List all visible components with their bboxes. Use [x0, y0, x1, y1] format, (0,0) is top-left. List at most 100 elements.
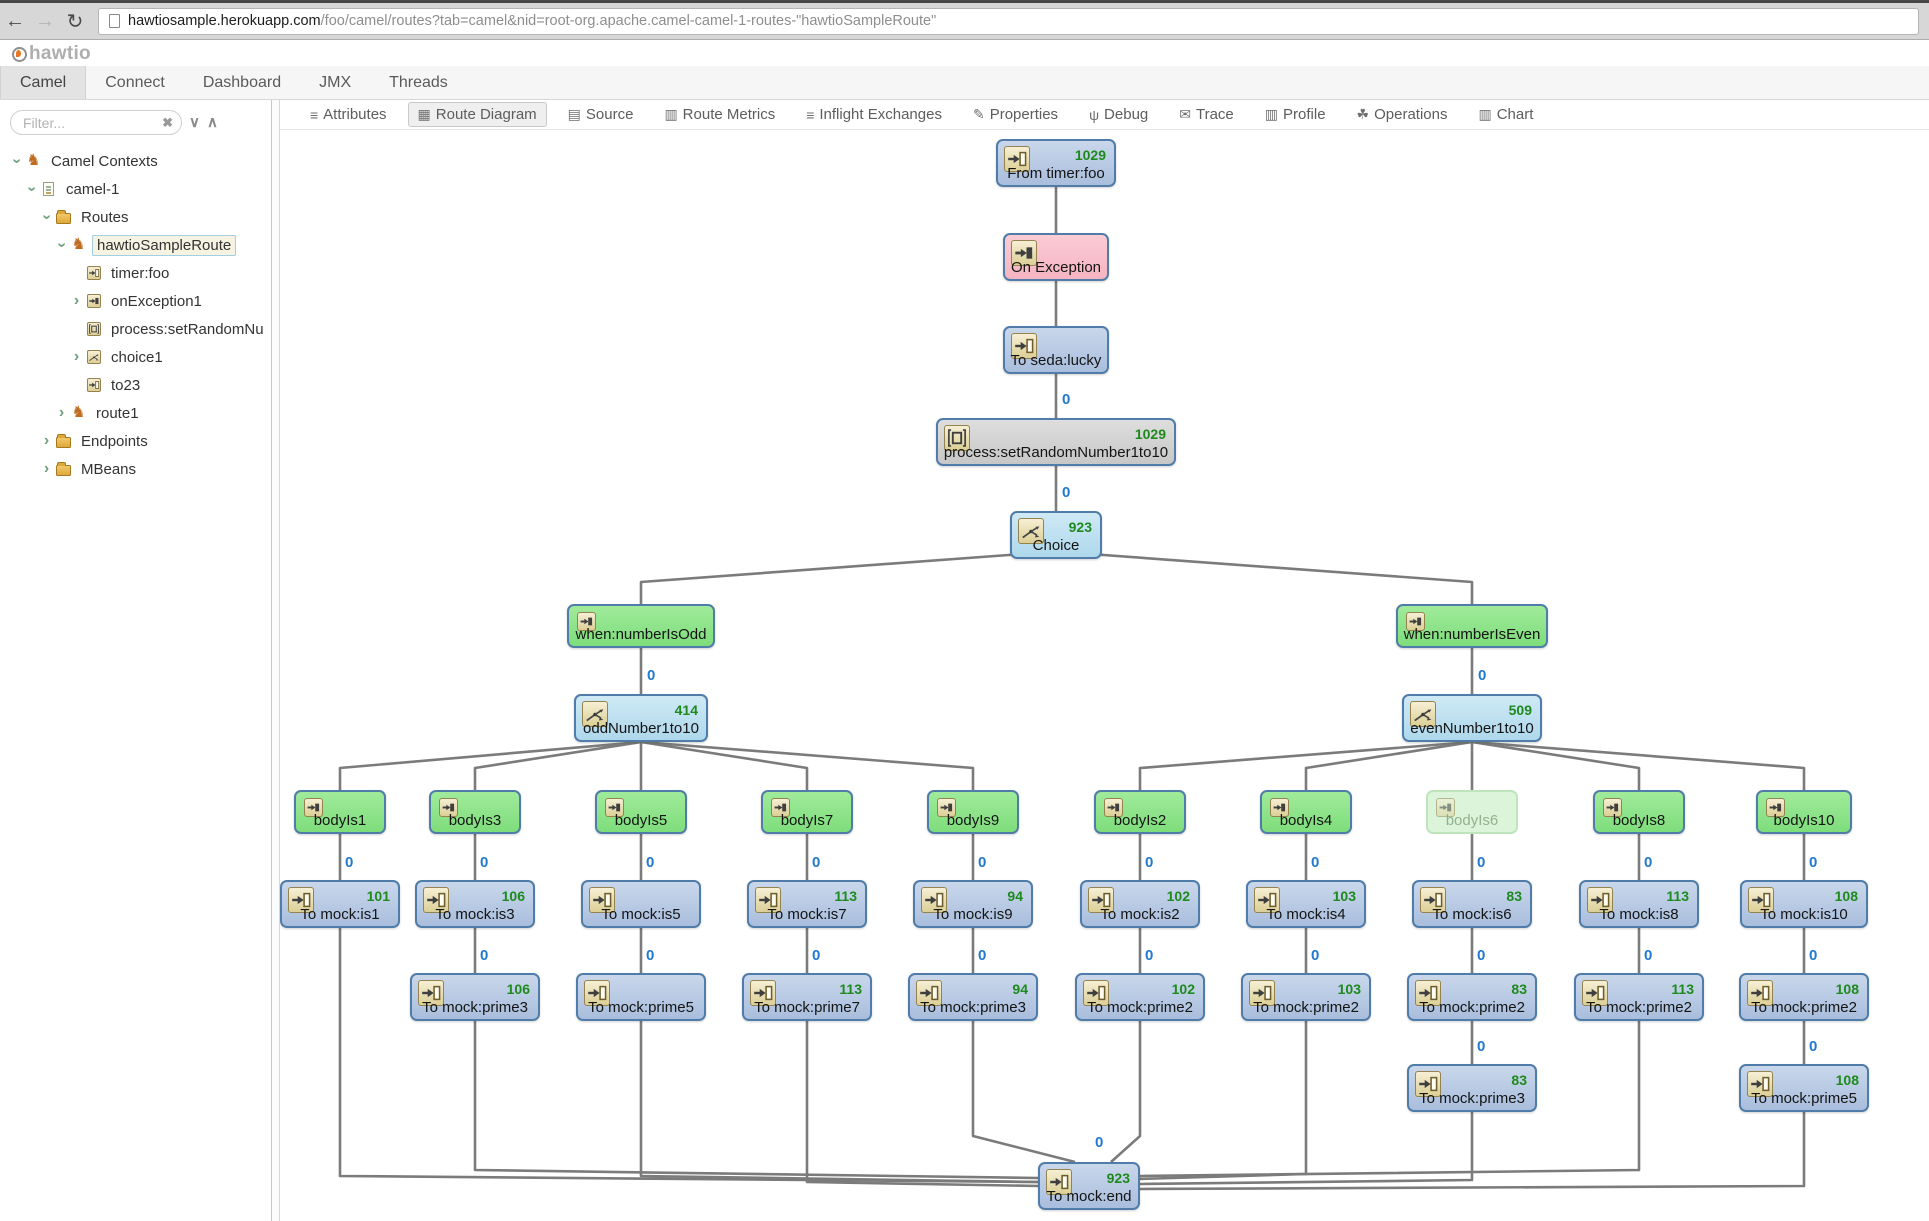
tab-label: Debug [1104, 106, 1149, 123]
refresh-icon[interactable]: ↻ [66, 10, 84, 33]
node-bodyis3-b3[interactable]: bodyIs3 [429, 790, 521, 834]
node-bodyis9-b9[interactable]: bodyIs9 [927, 790, 1019, 834]
tree-item-route1[interactable]: ›♞route1 [0, 399, 271, 427]
camel-tree: ›♞Camel Contexts›camel-1›Routes›♞hawtioS… [0, 147, 271, 483]
node-on-exception-onex[interactable]: On Exception [1003, 233, 1109, 281]
nav-item-threads[interactable]: Threads [389, 73, 448, 91]
tab-route-diagram[interactable]: ▦Route Diagram [407, 102, 547, 127]
tree-item-onexception1[interactable]: › onException1 [0, 287, 271, 315]
node-to-mock-is5-i5[interactable]: To mock:is5 [581, 880, 701, 928]
node-bodyis2-b2[interactable]: bodyIs2 [1094, 790, 1186, 834]
tree-item-mbeans[interactable]: ›MBeans [0, 455, 271, 483]
tab-trace[interactable]: ✉Trace [1169, 102, 1244, 127]
tree-item-timer-foo[interactable]: timer:foo [0, 259, 271, 287]
node-bodyis1-b1[interactable]: bodyIs1 [294, 790, 386, 834]
chevron-down-icon[interactable]: › [38, 214, 56, 220]
tab-source[interactable]: ▤Source [558, 102, 644, 127]
node-label: To mock:prime2 [1253, 999, 1359, 1016]
node-bodyis4-b4[interactable]: bodyIs4 [1260, 790, 1352, 834]
chevron-down-icon[interactable]: › [53, 242, 71, 248]
flow-icon [1766, 798, 1785, 817]
node-bodyis6-b6[interactable]: bodyIs6 [1426, 790, 1518, 834]
splitter[interactable] [272, 100, 280, 1221]
node-bodyis5-b5[interactable]: bodyIs5 [595, 790, 687, 834]
chevron-down-icon[interactable]: › [8, 158, 26, 164]
filter-input[interactable] [23, 114, 163, 131]
node-to-mock-prime5-p5a[interactable]: To mock:prime5 [576, 973, 706, 1021]
chevron-right-icon[interactable]: › [73, 292, 80, 309]
node-when-numberisodd-whenOdd[interactable]: when:numberIsOdd [567, 604, 715, 648]
tree-item-endpoints[interactable]: ›Endpoints [0, 427, 271, 455]
collapse-all-icon[interactable]: ∨ [189, 113, 200, 131]
tree-item-camel-contexts[interactable]: ›♞Camel Contexts [0, 147, 271, 175]
tree-item-label: onException1 [111, 292, 202, 310]
filter-clear-icon[interactable]: ✖ [162, 114, 173, 130]
flow-icon [1011, 240, 1037, 266]
nav-item-dashboard[interactable]: Dashboard [202, 73, 282, 91]
diagram-edges [338, 187, 1806, 1191]
tab-operations[interactable]: ☘Operations [1347, 102, 1458, 127]
inflight-count-label: 0 [1809, 854, 1818, 871]
tab-chart[interactable]: ▥Chart [1468, 102, 1543, 127]
tab-route-metrics[interactable]: ▥Route Metrics [654, 102, 785, 127]
exchange-count: 108 [1834, 888, 1858, 904]
node-bodyis8-b8[interactable]: bodyIs8 [1593, 790, 1685, 834]
tree-item-choice1[interactable]: ›choice1 [0, 343, 271, 371]
node-bodyis10-b10[interactable]: bodyIs10 [1756, 790, 1852, 834]
chevron-right-icon[interactable]: › [73, 348, 80, 365]
tree-item-process-setrandomnu[interactable]: process:setRandomNu [0, 315, 271, 343]
forward-icon: → [35, 9, 55, 32]
nav-item-camel[interactable]: Camel [0, 66, 87, 99]
node-when-numberiseven-whenEven[interactable]: when:numberIsEven [1396, 604, 1548, 648]
endpoint-icon [1088, 887, 1114, 913]
nav-item-connect[interactable]: Connect [105, 73, 165, 91]
node-bodyis7-b7[interactable]: bodyIs7 [761, 790, 853, 834]
tree-item-hawtiosampleroute[interactable]: ›♞hawtioSampleRoute [0, 231, 271, 259]
tab-attributes[interactable]: ≡Attributes [300, 102, 397, 127]
tree-item-routes[interactable]: ›Routes [0, 203, 271, 231]
chevron-down-icon[interactable]: › [23, 186, 41, 192]
hawtio-logo[interactable]: hawtio [12, 43, 91, 65]
url-bar[interactable]: hawtiosample.herokuapp.com/foo/camel/rou… [98, 7, 1919, 35]
back-icon[interactable]: ← [5, 9, 25, 32]
hawtio-logo-text: hawtio [29, 43, 91, 64]
tree-item-to23[interactable]: to23 [0, 371, 271, 399]
tab-properties[interactable]: ✎Properties [963, 102, 1068, 127]
chevron-right-icon[interactable]: › [43, 460, 50, 477]
nav-item-jmx[interactable]: JMX [319, 73, 352, 91]
tree-item-camel-1[interactable]: ›camel-1 [0, 175, 271, 203]
endpoint-icon [1420, 887, 1446, 913]
expand-all-icon[interactable]: ∧ [206, 113, 218, 131]
node-to-seda-lucky-seda[interactable]: To seda:lucky [1003, 326, 1109, 374]
chevron-right-icon[interactable]: › [58, 404, 65, 421]
tab-profile[interactable]: ▥Profile [1255, 102, 1336, 127]
tab-inflight-exchanges[interactable]: ≡Inflight Exchanges [796, 102, 952, 127]
chevron-right-icon[interactable]: › [43, 432, 50, 449]
